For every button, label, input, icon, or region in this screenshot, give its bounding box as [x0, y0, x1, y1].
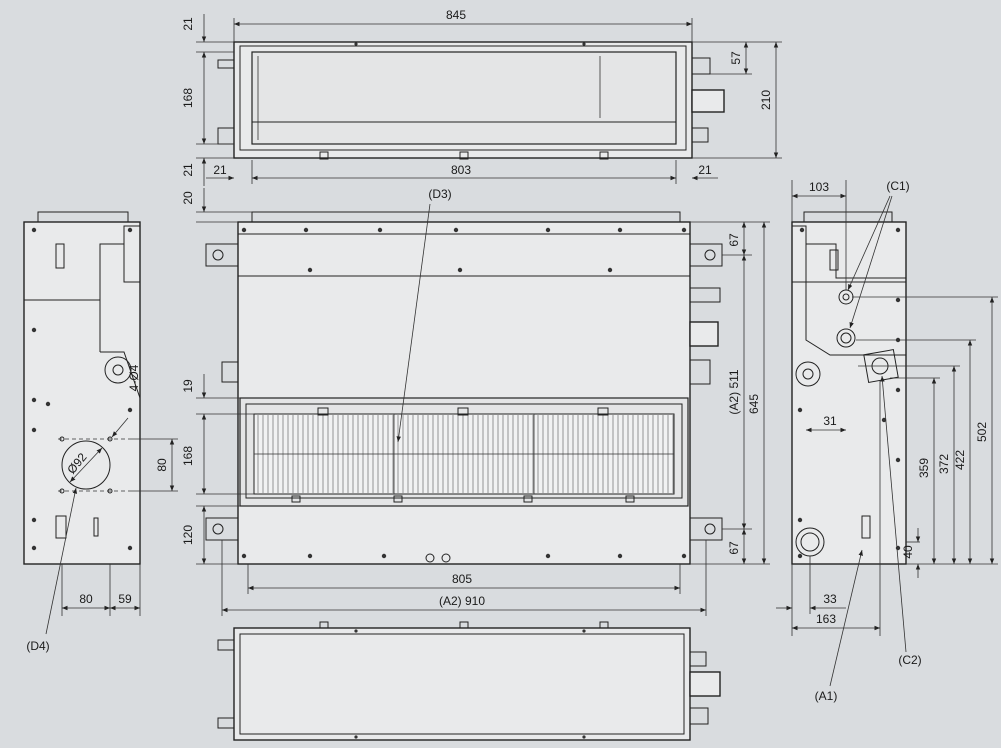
front-view: (D3) 20 19 168 120 805 (A2) 910 67 67 (	[181, 187, 770, 616]
dim-height-total: 210	[759, 90, 773, 110]
top-view-duct	[251, 51, 677, 145]
right-view: 103 (C1) 31 359 372 422 502 40 33 163	[776, 179, 998, 703]
dim-filter-offset: 19	[181, 379, 195, 393]
right-view-body	[791, 221, 907, 565]
dim-359: 359	[917, 458, 931, 478]
dim-372: 372	[937, 454, 951, 474]
bottom-view-body	[233, 627, 691, 741]
callout-c1: (C1)	[886, 179, 909, 193]
top-view: 845 803 21 21 21 168 21 57 210	[181, 8, 782, 186]
dim-width-b: 59	[118, 592, 132, 606]
callout-c2: (C2)	[898, 653, 921, 667]
left-view-drain-outlet	[104, 356, 132, 384]
dim-pipe-offset: 57	[729, 51, 743, 65]
dim-40: 40	[901, 545, 915, 559]
left-view-duct-hole	[61, 440, 111, 490]
dim-right-bottom: 67	[727, 541, 741, 555]
dim-right-top: 67	[727, 233, 741, 247]
dim-side-left: 21	[213, 163, 227, 177]
front-view-body	[237, 221, 691, 565]
right-view-liquid-pipe	[836, 328, 856, 348]
dim-offset-top: 21	[181, 17, 195, 31]
dim-502: 502	[975, 422, 989, 442]
dim-side-right: 21	[698, 163, 712, 177]
filter-grille	[253, 407, 675, 503]
dim-422: 422	[953, 450, 967, 470]
dim-top-gap: 20	[181, 191, 195, 205]
dim-filter-height: 168	[181, 446, 195, 466]
dim-width-a: 80	[79, 592, 93, 606]
dim-top-offset: 103	[809, 180, 829, 194]
dim-33: 33	[823, 592, 837, 606]
bottom-view	[217, 621, 721, 741]
dim-front-width-inner: 805	[452, 572, 472, 586]
top-view-pipe-connector	[691, 57, 711, 75]
dim-duct-height: 168	[181, 88, 195, 108]
dim-front-width-a2: (A2) 910	[439, 594, 485, 608]
callout-a1: (A1)	[815, 689, 838, 703]
top-view-valve	[691, 89, 725, 113]
callout-d3: (D3)	[428, 187, 451, 201]
left-view: Ø92 4-Ø4 80 80 59 (D4)	[23, 211, 178, 653]
dim-bottom-height: 120	[181, 525, 195, 545]
dim-31: 31	[823, 414, 837, 428]
dim-front-height-total: 645	[747, 394, 761, 414]
dim-offset-bottom: 21	[181, 163, 195, 177]
front-view-valve	[689, 321, 719, 347]
dim-width-total: 845	[446, 8, 466, 22]
hole-label: 4-Ø4	[127, 364, 141, 391]
dim-width-inner: 803	[451, 163, 471, 177]
dim-hole-spacing: 80	[155, 458, 169, 472]
dim-163: 163	[816, 612, 836, 626]
callout-d4: (D4)	[26, 639, 49, 653]
dim-height-a2: (A2) 511	[727, 369, 741, 414]
left-view-body	[23, 221, 141, 565]
